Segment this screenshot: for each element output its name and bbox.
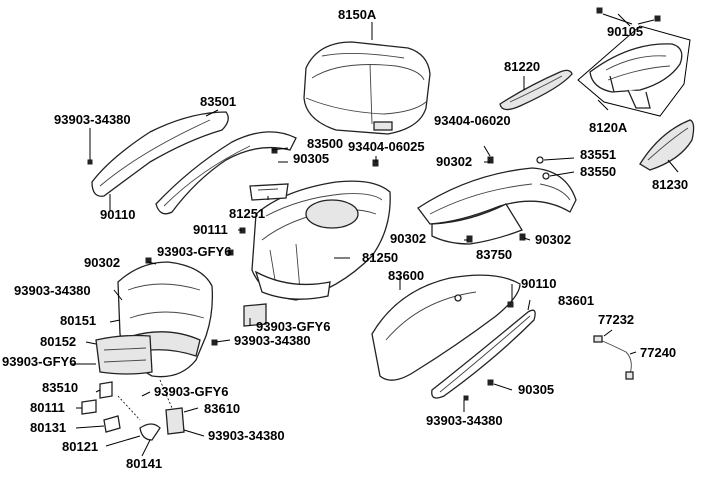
part-label-80152: 80152 [40, 334, 77, 349]
part-label-90110-left: 90110 [100, 207, 136, 222]
part-label-93404-06025: 93404-06025 [348, 139, 425, 154]
part-label-90302-upper: 90302 [436, 154, 473, 169]
small-tray-part [249, 183, 289, 201]
part-label-90305-lower: 90305 [518, 382, 555, 397]
part-label-93903-gfy6-left: 93903-GFY6 [2, 354, 77, 369]
storage-box-part [251, 180, 391, 301]
part-label-80141: 80141 [126, 456, 163, 471]
part-label-93903-34380-lower: 93903-34380 [208, 428, 285, 443]
part-label-83550: 83550 [580, 164, 617, 179]
part-label-93903-gfy6-mid: 93903-GFY6 [256, 319, 331, 334]
part-label-83750: 83750 [476, 247, 513, 262]
part-label-93903-34380-bottom: 93903-34380 [426, 413, 503, 428]
part-label-80131: 80131 [30, 420, 67, 435]
part-label-90110-right: 90110 [521, 276, 557, 291]
part-label-93903-gfy6-lower: 93903-GFY6 [154, 384, 229, 399]
body-side-trim-part [91, 111, 297, 215]
part-label-81250: 81250 [362, 250, 399, 265]
rear-carrier-part [577, 7, 691, 117]
part-label-83510: 83510 [42, 380, 79, 395]
part-label-80151: 80151 [60, 313, 97, 328]
part-label-90305-upper: 90305 [293, 151, 330, 166]
part-label-90302-right: 90302 [535, 232, 572, 247]
part-label-93903-34380-mid: 93903-34380 [234, 333, 311, 348]
part-label-90302-mid: 90302 [390, 231, 427, 246]
part-label-83610: 83610 [204, 401, 241, 416]
part-label-83551: 83551 [580, 147, 617, 162]
part-label-8120a: 8120A [589, 120, 628, 135]
small-lower-parts [81, 303, 267, 441]
part-label-90111: 90111 [193, 222, 228, 237]
part-label-83601: 83601 [558, 293, 595, 308]
part-label-93903-34380-top: 93903-34380 [54, 112, 131, 127]
part-label-90302-left: 90302 [84, 255, 121, 270]
front-lower-panel-part [95, 334, 153, 375]
grab-rail-part [499, 69, 573, 111]
cable-part [593, 335, 634, 380]
rear-side-trim-part [639, 119, 695, 171]
part-label-93404-06020: 93404-06020 [434, 113, 511, 128]
rear-body-cover-part [417, 167, 577, 245]
part-label-81220: 81220 [504, 59, 541, 74]
part-label-80111: 80111 [30, 400, 65, 415]
part-label-83600: 83600 [388, 268, 425, 283]
part-label-90105: 90105 [607, 24, 644, 39]
part-label-83500: 83500 [307, 136, 344, 151]
part-label-93903-gfy6-upper: 93903-GFY6 [157, 244, 232, 259]
part-label-81251: 81251 [229, 206, 266, 221]
part-label-77240: 77240 [640, 345, 677, 360]
part-label-77232: 77232 [598, 312, 635, 327]
floor-side-strip-part [431, 309, 536, 399]
part-label-81230: 81230 [652, 177, 689, 192]
part-label-93903-34380-left: 93903-34380 [14, 283, 91, 298]
leader-lines [72, 13, 679, 457]
part-label-80121: 80121 [62, 439, 99, 454]
top-box-part [303, 41, 431, 135]
floor-panel-part [371, 274, 521, 381]
part-label-83501: 83501 [200, 94, 237, 109]
part-label-8150a: 8150A [338, 7, 377, 22]
